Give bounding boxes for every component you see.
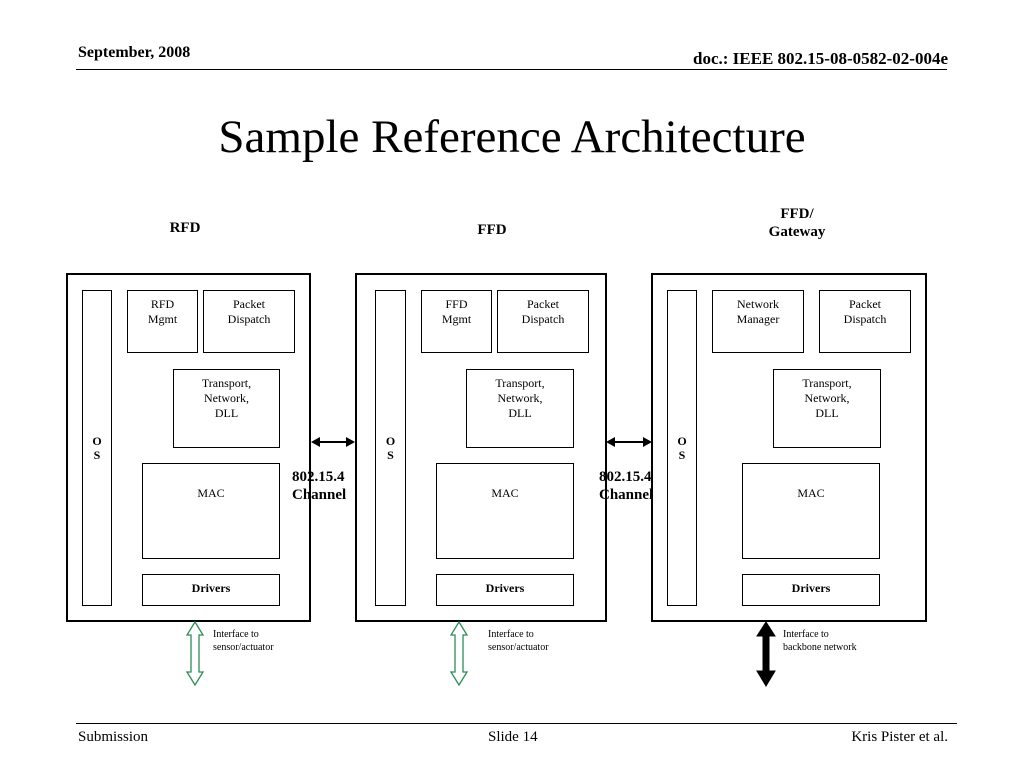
slide-title: Sample Reference Architecture — [218, 111, 806, 163]
interface-label-rfd: Interface to sensor/actuator — [213, 628, 274, 654]
drivers-label: Drivers — [791, 581, 831, 595]
packet-dispatch-box: Packet Dispatch — [497, 290, 589, 353]
sensor-interface-arrow-icon — [185, 620, 205, 687]
mac-label: MAC — [797, 486, 825, 500]
drivers-box: Drivers — [436, 574, 574, 606]
interface-line: sensor/actuator — [213, 642, 274, 653]
transport-line: Network, — [804, 391, 850, 405]
backbone-interface-arrow-icon — [756, 621, 776, 687]
interface-label-gateway: Interface to backbone network — [783, 628, 857, 654]
device-label-gateway: FFD/ Gateway — [747, 205, 847, 241]
channel-label-1: 802.15.4 Channel — [292, 468, 346, 504]
device-label-rfd-text: RFD — [169, 220, 201, 236]
packet-line: Packet — [233, 297, 265, 311]
os-letter: O — [677, 434, 687, 448]
interface-label-ffd: Interface to sensor/actuator — [488, 628, 549, 654]
mgmt-line: Network — [737, 297, 779, 311]
transport-line: DLL — [815, 406, 839, 420]
mac-box: MAC — [742, 463, 880, 559]
packet-dispatch-box: Packet Dispatch — [203, 290, 295, 353]
device-label-rfd: RFD — [135, 219, 235, 237]
mgmt-line: FFD — [445, 297, 468, 311]
os-letter: S — [387, 448, 394, 462]
channel-arrow-1 — [311, 437, 355, 447]
footer-divider — [76, 723, 957, 724]
interface-line: sensor/actuator — [488, 642, 549, 653]
device-label-ffd: FFD — [442, 221, 542, 239]
interface-line: Interface to — [213, 629, 259, 640]
transport-box: Transport, Network, DLL — [173, 369, 280, 448]
mac-box: MAC — [142, 463, 280, 559]
transport-line: Transport, — [802, 376, 852, 390]
transport-line: DLL — [214, 406, 239, 420]
drivers-box: Drivers — [742, 574, 880, 606]
footer-slide-number: Slide 14 — [488, 729, 538, 745]
transport-line: Transport, — [495, 376, 545, 390]
header-divider — [76, 69, 947, 70]
device-label-gateway-line1: FFD/ — [780, 206, 814, 222]
channel-arrow-2 — [606, 437, 652, 447]
interface-line: Interface to — [783, 629, 829, 640]
mac-box: MAC — [436, 463, 574, 559]
transport-box: Transport, Network, DLL — [773, 369, 881, 448]
drivers-label: Drivers — [485, 581, 525, 595]
footer-submission: Submission — [78, 729, 149, 745]
mac-label: MAC — [491, 486, 519, 500]
transport-line: Network, — [497, 391, 543, 405]
packet-line: Dispatch — [521, 312, 565, 326]
mac-label: MAC — [197, 486, 225, 500]
interface-line: backbone network — [783, 642, 857, 653]
os-letter: O — [92, 434, 102, 448]
drivers-label: Drivers — [191, 581, 231, 595]
transport-line: Transport, — [201, 376, 252, 390]
mgmt-line: Manager — [736, 312, 780, 326]
channel-label-2: 802.15.4 Channel — [599, 468, 653, 504]
drivers-box: Drivers — [142, 574, 280, 606]
interface-line: Interface to — [488, 629, 534, 640]
mgmt-box: RFD Mgmt — [127, 290, 198, 353]
device-label-gateway-line2: Gateway — [768, 224, 826, 240]
packet-line: Dispatch — [227, 312, 271, 326]
channel-line: Channel — [292, 487, 347, 503]
sensor-interface-arrow-icon — [449, 620, 469, 687]
footer-author: Kris Pister et al. — [851, 729, 948, 745]
network-manager-box: Network Manager — [712, 290, 804, 353]
transport-box: Transport, Network, DLL — [466, 369, 574, 448]
mgmt-line: RFD — [150, 297, 175, 311]
packet-line: Packet — [527, 297, 559, 311]
header-doc-id: doc.: IEEE 802.15-08-0582-02-004e — [693, 49, 948, 68]
os-letter: O — [385, 434, 396, 448]
channel-line: 802.15.4 — [599, 469, 652, 485]
channel-line: 802.15.4 — [292, 469, 345, 485]
mgmt-box: FFD Mgmt — [421, 290, 492, 353]
device-label-ffd-text: FFD — [477, 222, 507, 238]
packet-dispatch-box: Packet Dispatch — [819, 290, 911, 353]
header-date: September, 2008 — [78, 44, 191, 61]
mgmt-line: Mgmt — [147, 312, 178, 326]
transport-line: Network, — [204, 391, 249, 405]
os-letter: S — [678, 448, 686, 462]
packet-line: Dispatch — [843, 312, 887, 326]
os-letter: S — [93, 448, 101, 462]
transport-line: DLL — [508, 406, 532, 420]
channel-line: Channel — [599, 487, 654, 503]
packet-line: Packet — [849, 297, 881, 311]
mgmt-line: Mgmt — [441, 312, 472, 326]
